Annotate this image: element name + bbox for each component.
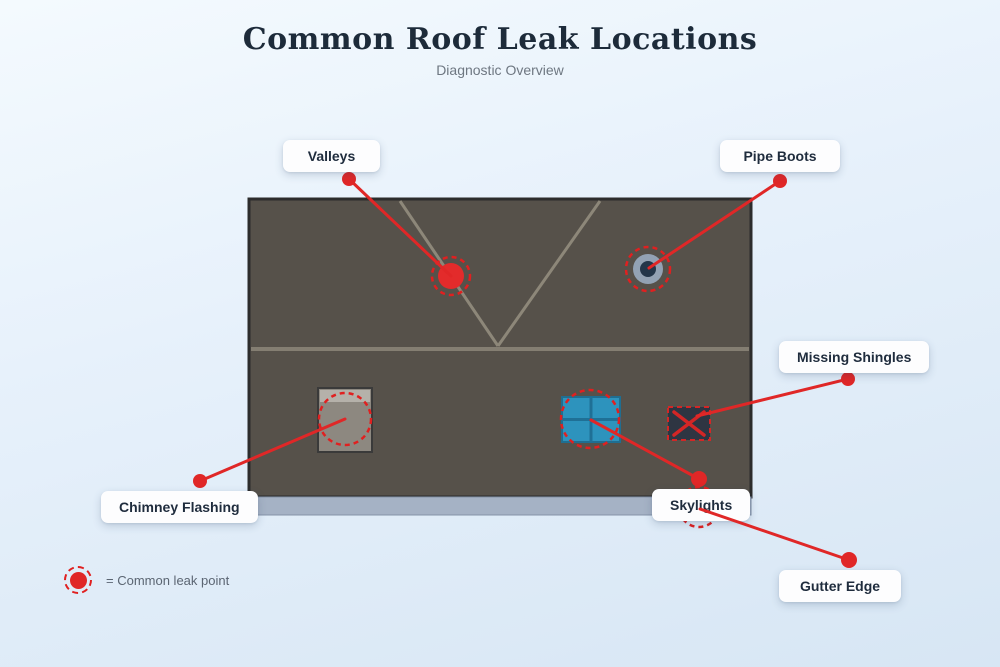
leader-line-pipe-boots: [647, 179, 782, 270]
callout-missing-shingles: Missing Shingles: [779, 341, 930, 373]
leak-point-dot-icon: [69, 571, 87, 589]
leader-line-valleys: [347, 177, 453, 278]
callout-gutter-edge: Gutter Edge: [779, 570, 901, 602]
chimney-cap: [320, 390, 370, 402]
leak-point-icon: [64, 566, 92, 594]
legend-text: = Common leak point: [106, 572, 230, 588]
leader-dot-valleys: [342, 172, 356, 186]
leader-line-missing-shingles: [695, 377, 850, 418]
page-title: Common Roof Leak Locations: [242, 22, 758, 57]
leader-line-skylights: [589, 418, 701, 481]
leak-marker-valley-ring: [430, 255, 472, 297]
leak-marker-skylight-ring: [559, 388, 621, 450]
leader-dot-skylights: [691, 471, 707, 487]
leak-marker-chimney-ring: [317, 391, 373, 447]
page-subtitle: Diagnostic Overview: [436, 62, 564, 78]
callout-pipe-boots: Pipe Boots: [720, 140, 840, 172]
leak-marker-pipe-boot-ring: [624, 245, 672, 293]
leader-dot-chimney-flashing: [193, 474, 207, 488]
callout-skylights: Skylights: [652, 489, 751, 521]
legend: = Common leak point: [64, 566, 229, 594]
callout-valleys: Valleys: [283, 140, 380, 172]
leader-line-chimney-flashing: [198, 417, 347, 483]
leader-dot-missing-shingles: [841, 372, 855, 386]
valley-line-right: [496, 200, 602, 347]
leader-dot-pipe-boots: [773, 174, 787, 188]
callout-chimney-flashing: Chimney Flashing: [101, 491, 258, 523]
